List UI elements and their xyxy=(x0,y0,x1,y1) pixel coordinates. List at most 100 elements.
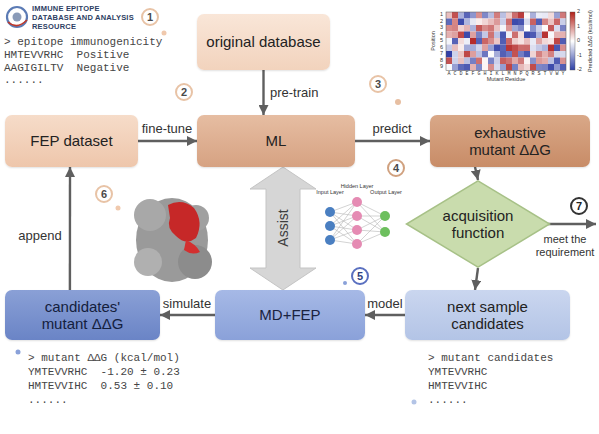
data-line: ...... xyxy=(28,394,68,406)
data-line: > epitope immunogenicity xyxy=(4,36,162,48)
heatmap-cell xyxy=(536,64,542,71)
connector-arrow xyxy=(475,268,478,290)
node-label: FEP dataset xyxy=(30,132,112,149)
result-box: exhaustive mutant ΔΔG xyxy=(430,115,590,167)
heatmap-cell xyxy=(506,25,512,32)
node-label: MD+FEP xyxy=(259,306,320,323)
heatmap-cell xyxy=(464,32,470,39)
heatmap-cell xyxy=(464,19,470,26)
logo-dot xyxy=(13,13,22,22)
heatmap-cell xyxy=(482,12,488,19)
heatmap-cell xyxy=(530,64,536,71)
axis-title: Position xyxy=(431,31,437,51)
heatmap-cell xyxy=(560,45,566,52)
heatmap-cell xyxy=(512,38,518,45)
heatmap-cell xyxy=(542,25,548,32)
data-line: HMTEVVIHC 0.53 ± 0.10 xyxy=(28,380,173,392)
hidden-neuron xyxy=(352,211,362,221)
heatmap-cell xyxy=(518,51,524,58)
output-neuron xyxy=(380,227,390,237)
binding-site xyxy=(168,202,200,241)
neural-network-illustration xyxy=(325,197,390,249)
diamond-shape xyxy=(406,181,549,267)
connector-arrow xyxy=(355,140,430,142)
heatmap-cell xyxy=(518,38,524,45)
heatmap xyxy=(446,12,566,71)
heatmap-cell xyxy=(536,45,542,52)
binding-site xyxy=(184,240,200,254)
heatmap-cell xyxy=(458,58,464,65)
axis-tick: A C D E F G H I K L M N P Q R S T V W Y xyxy=(448,72,565,77)
heatmap-cell xyxy=(524,58,530,65)
heatmap-cell xyxy=(560,51,566,58)
heatmap-cell xyxy=(536,38,542,45)
data-line: HMTEVVIHC xyxy=(428,380,487,392)
heatmap-cell xyxy=(518,19,524,26)
heatmap-cell xyxy=(506,64,512,71)
edge-label: predict xyxy=(372,121,411,136)
heatmap-cell xyxy=(452,45,458,52)
heatmap-cell xyxy=(452,25,458,32)
layer-label: Hidden Layer xyxy=(341,184,374,190)
edge-label: fine-tune xyxy=(142,121,193,136)
heatmap-cell xyxy=(476,19,482,26)
heatmap-cell xyxy=(500,64,506,71)
heatmap-cell xyxy=(494,32,500,39)
heatmap-cell xyxy=(476,51,482,58)
axis-tick: 6 xyxy=(440,45,443,51)
heatmap-cell xyxy=(548,32,554,39)
heatmap-cell xyxy=(530,51,536,58)
data-line: ...... xyxy=(4,74,44,86)
heatmap-cell xyxy=(506,45,512,52)
heatmap-cell xyxy=(446,64,452,71)
heatmap-cell xyxy=(446,25,452,32)
heatmap-cell xyxy=(560,58,566,65)
heatmap-cell xyxy=(488,32,494,39)
heatmap-cell xyxy=(512,45,518,52)
decor-dot xyxy=(343,281,347,285)
decision-diamond: acquisition function xyxy=(405,180,551,268)
assist-arrow xyxy=(250,167,316,290)
decor-dot xyxy=(395,99,401,105)
node-label: exhaustive mutant ΔΔG xyxy=(460,124,560,159)
heatmap-cell xyxy=(494,45,500,52)
data-line: YMTEVVRHC -1.20 ± 0.23 xyxy=(28,366,180,378)
axis-tick: 1 xyxy=(440,13,443,19)
heatmap-cell xyxy=(452,19,458,26)
heatmap-cell xyxy=(464,38,470,45)
heatmap-cell xyxy=(530,25,536,32)
protein-surface xyxy=(134,199,166,231)
heatmap-cell xyxy=(560,25,566,32)
heatmap-cell xyxy=(524,12,530,19)
heatmap-cell xyxy=(488,25,494,32)
heatmap-cell xyxy=(512,25,518,32)
callout-number: 3 xyxy=(369,75,387,93)
axis-tick: 8 xyxy=(440,58,443,64)
heatmap-cell xyxy=(482,32,488,39)
heatmap-cell xyxy=(476,12,482,19)
data-line: AAGIGILTV Negative xyxy=(4,62,129,74)
heatmap-cell xyxy=(470,25,476,32)
heatmap-cell xyxy=(500,19,506,26)
heatmap-cell xyxy=(470,12,476,19)
heatmap-cell xyxy=(542,45,548,52)
heatmap-cell xyxy=(536,19,542,26)
heatmap-cell xyxy=(446,45,452,52)
heatmap-cell xyxy=(482,64,488,71)
heatmap-cell xyxy=(482,19,488,26)
heatmap-cell xyxy=(554,12,560,19)
heatmap-cell xyxy=(482,58,488,65)
heatmap-cell xyxy=(548,45,554,52)
heatmap-cell xyxy=(470,38,476,45)
heatmap-cell xyxy=(476,25,482,32)
heatmap-cell xyxy=(458,19,464,26)
input-neuron xyxy=(325,221,335,231)
process-box: MD+FEP xyxy=(215,290,365,340)
hidden-neuron xyxy=(352,239,362,249)
heatmap-cell xyxy=(500,51,506,58)
heatmap-cell xyxy=(458,51,464,58)
heatmap-cell xyxy=(548,64,554,71)
network-links xyxy=(330,202,385,244)
heatmap-cell xyxy=(524,38,530,45)
